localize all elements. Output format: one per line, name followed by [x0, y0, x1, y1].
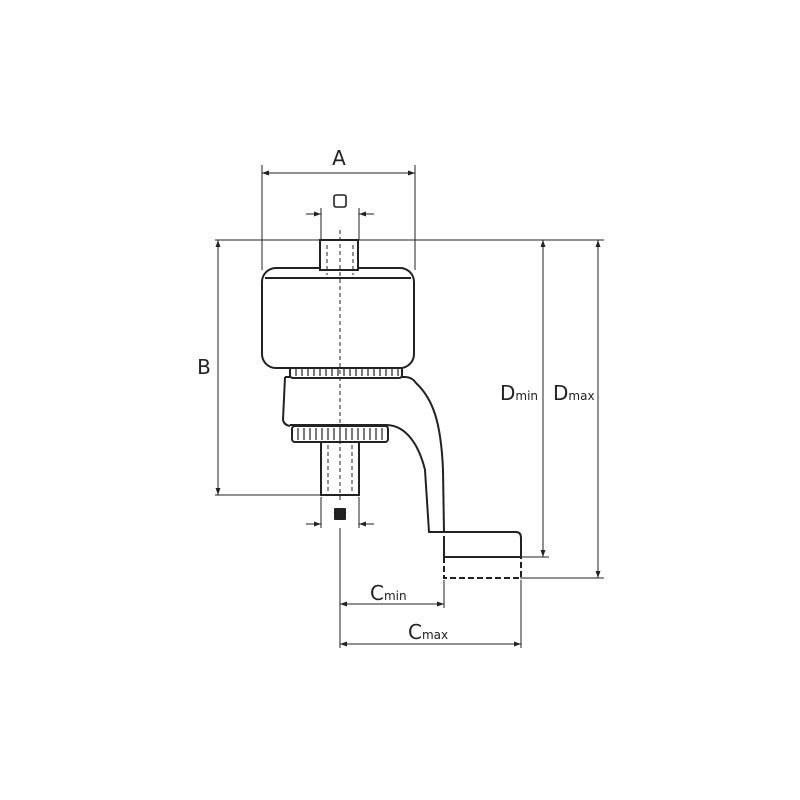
- extended-arm-outline: [443, 557, 522, 579]
- label-d-min: Dmin: [500, 381, 538, 405]
- centerlines: [326, 230, 354, 500]
- gear-teeth: [295, 368, 399, 440]
- reaction-arm: [285, 376, 522, 558]
- arm-body: [281, 376, 291, 427]
- label-c-max: Cmax: [408, 620, 448, 644]
- extension-lines: [215, 165, 604, 648]
- label-d-max: Dmax: [553, 381, 595, 405]
- label-c-min: Cmin: [370, 581, 407, 605]
- square-drive-filled-icon: [334, 508, 346, 520]
- label-b: B: [197, 355, 211, 379]
- label-a: A: [332, 146, 346, 170]
- main-housing: [261, 267, 415, 369]
- input-square-stub: [319, 239, 359, 271]
- dimension-lines: [215, 170, 601, 647]
- tool-outline: [261, 239, 522, 579]
- square-drive-outline-icon: [333, 194, 347, 208]
